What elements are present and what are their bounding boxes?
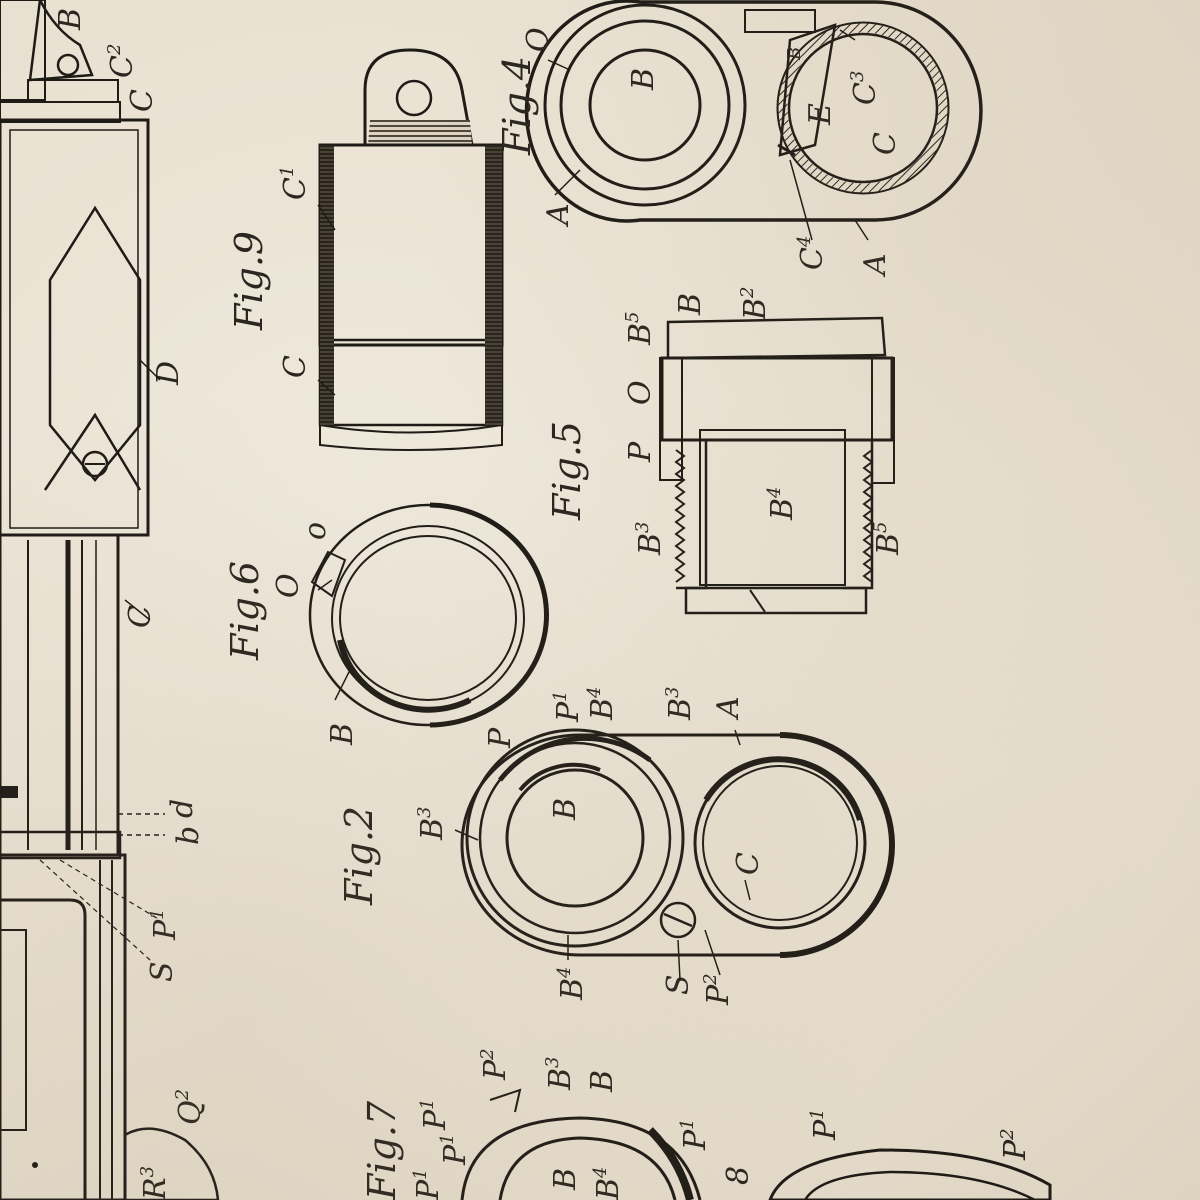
fig2-label-P2: P2 <box>700 973 736 1006</box>
fig2-title: Fig.2 <box>337 806 381 906</box>
fig4-label-C: C <box>868 132 903 155</box>
fig2-label-P1: P1 <box>550 690 586 723</box>
leader-lines <box>124 29 869 981</box>
fig4-label-A-right: A <box>858 253 893 278</box>
barrel-assembly <box>0 0 220 1200</box>
fig7-title: Fig.7 <box>360 1100 404 1200</box>
figure-6 <box>308 502 549 728</box>
fig4-label-B: B <box>626 68 661 91</box>
fig4-label-O: O <box>521 27 556 52</box>
fig2-label-C: C <box>731 852 766 875</box>
label-Q2: Q2 <box>172 1089 208 1125</box>
figure-5 <box>659 316 895 615</box>
fig7-label-P2: P2 <box>477 1048 513 1081</box>
fig2-label-B: B <box>548 798 583 821</box>
fig2-label-B3-top: B3 <box>662 687 698 722</box>
fig9-label-C: C <box>278 355 313 378</box>
fig7-label-P1e: P1 <box>807 1108 843 1141</box>
label-B-top: B <box>53 8 88 31</box>
labels: B C2 C D C d b P1 S Q2 R3 Fig.9 C1 C Fig… <box>53 8 1033 1200</box>
fig2-label-S: S <box>661 974 696 995</box>
fig5-title: Fig.5 <box>545 421 589 521</box>
fig4-label-C4: C4 <box>794 236 830 270</box>
label-b: b <box>171 826 206 845</box>
fig7-label-B4: B4 <box>590 1167 626 1200</box>
fig5-label-P: P <box>623 441 658 463</box>
figure-2 <box>460 728 895 958</box>
fig6-label-o: o <box>298 522 333 540</box>
figure-4 <box>524 0 983 223</box>
fig2-label-B4-bottom: B4 <box>554 967 590 1002</box>
fig5-label-B5-bottom: B5 <box>870 522 906 557</box>
fig2-label-P: P <box>483 727 518 749</box>
fig5-label-B2: B2 <box>737 287 773 322</box>
fig7-label-B: B <box>585 1070 620 1093</box>
fig4-label-A-left: A <box>541 203 576 228</box>
fig7-label-P1d: P1 <box>677 1118 713 1151</box>
fig4-label-E: E <box>803 103 838 126</box>
fig7-label-8: 8 <box>721 1166 756 1185</box>
fig7-label-P1a: P1 <box>417 1098 453 1131</box>
label-d: d <box>165 799 200 818</box>
fig7-label-B-inner: B <box>548 1168 583 1191</box>
label-C-barrel: C <box>123 605 158 628</box>
fig4-label-C3: C3 <box>847 71 883 105</box>
label-S-left: S <box>145 961 180 982</box>
fig5-label-B3: B3 <box>632 522 668 557</box>
figure-9 <box>318 48 504 451</box>
fig9-title: Fig.9 <box>227 231 271 331</box>
fig2-label-A: A <box>711 696 746 721</box>
label-R3-left: R3 <box>137 1166 173 1200</box>
fig4-title: Fig.4 <box>495 56 539 156</box>
fig7-label-B3: B3 <box>542 1057 578 1092</box>
fig5-label-O: O <box>623 380 658 405</box>
fig5-label-B5-top: B5 <box>622 312 658 347</box>
label-D: D <box>151 361 186 386</box>
fig2-label-B3-left: B3 <box>414 807 450 842</box>
label-C-top2: C <box>125 89 160 112</box>
fig7-label-P2-right: P2 <box>997 1128 1033 1161</box>
fig6-label-B: B <box>325 723 360 746</box>
figure-7 <box>460 1088 1052 1200</box>
fig2-label-B4-top: B4 <box>584 687 620 722</box>
fig7-label-P1b: P1 <box>437 1133 473 1166</box>
fig5-label-B: B <box>673 293 708 316</box>
fig6-label-O: O <box>271 573 306 598</box>
fig5-label-B4: B4 <box>764 487 800 522</box>
label-C2-top: C2 <box>104 44 140 78</box>
fig7-label-P1c: P1 <box>410 1168 446 1200</box>
fig9-label-C1: C1 <box>277 166 313 200</box>
label-P1-left: P1 <box>147 908 183 941</box>
fig4-label-B5-tag: B <box>784 47 805 61</box>
fig6-title: Fig.6 <box>223 561 267 661</box>
